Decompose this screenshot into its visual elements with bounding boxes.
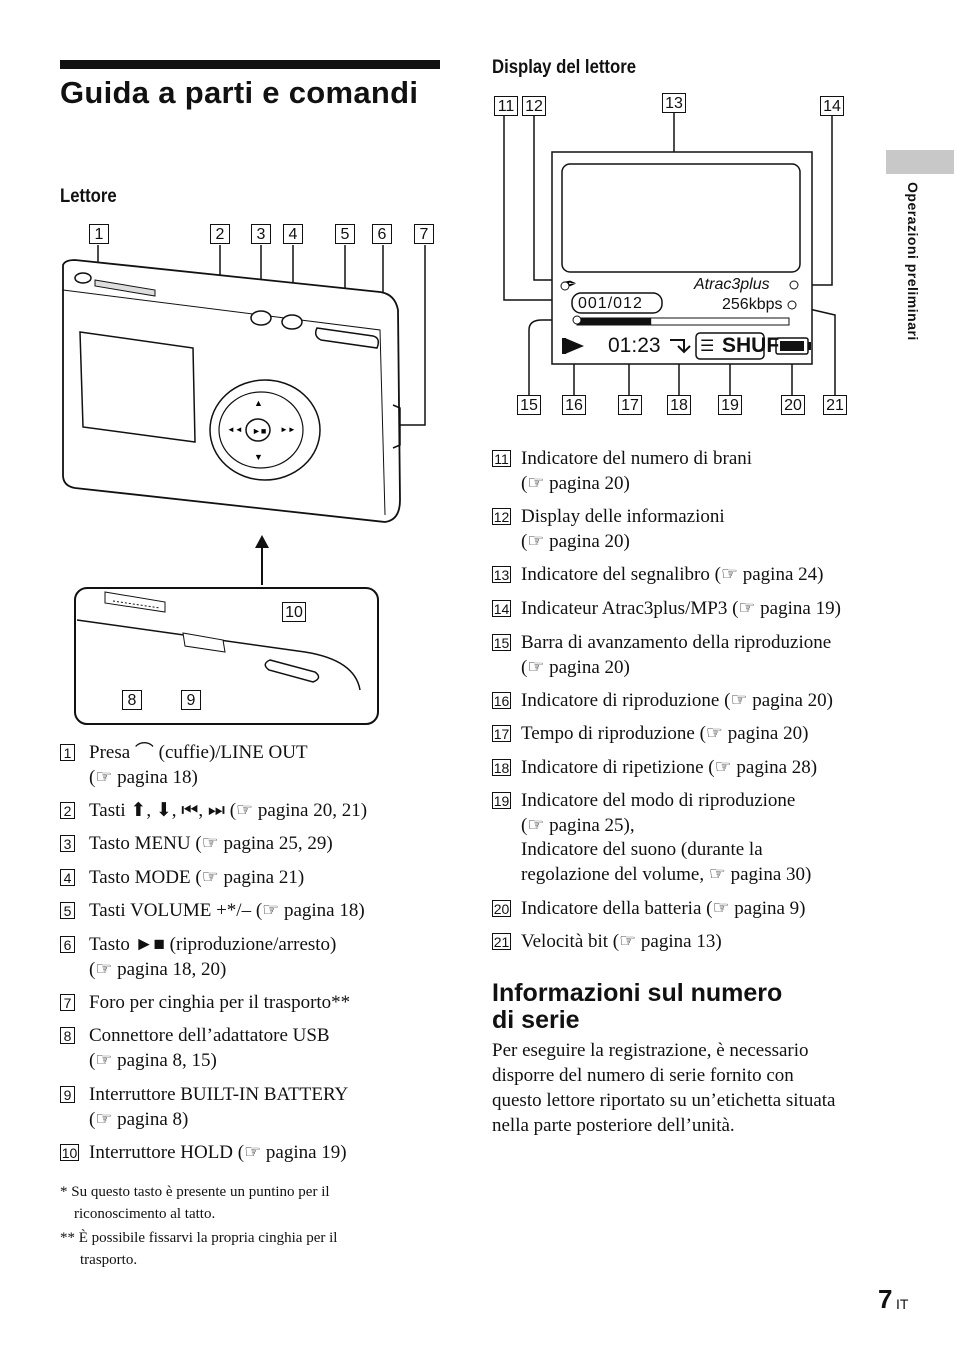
list-icon: ☰ <box>700 338 715 355</box>
serial-paragraph: Per eseguire la registrazione, è necessa… <box>492 1040 836 1136</box>
callout-12: 12 <box>522 96 546 116</box>
callout-10: 10 <box>282 602 306 622</box>
svg-text:▼: ▼ <box>254 452 263 462</box>
callout-4: 4 <box>283 224 303 244</box>
callout-16: 16 <box>562 395 586 415</box>
svg-text:▲: ▲ <box>254 398 263 408</box>
callout-13: 13 <box>662 93 686 113</box>
footnote: * Su questo tasto è presente un puntino … <box>60 1184 330 1222</box>
callout-9: 9 <box>181 690 201 710</box>
side-tab <box>886 150 954 174</box>
callout-17: 17 <box>618 395 642 415</box>
page-number: 7 <box>878 1284 893 1314</box>
lcd-mode: SHUF <box>722 334 780 357</box>
section-player-heading: Lettore <box>60 186 117 207</box>
callout-7: 7 <box>414 224 434 244</box>
page-title: Guida a parti e comandi <box>60 75 419 110</box>
callout-19: 19 <box>718 395 742 415</box>
lcd-bitrate: 256kbps <box>722 296 783 313</box>
player-illustration: ►■ ▲ ▼ ◄◄ ►► <box>62 245 426 725</box>
callout-18: 18 <box>667 395 691 415</box>
callout-20: 20 <box>781 395 805 415</box>
page-lang: IT <box>896 1296 909 1312</box>
callout-8: 8 <box>122 690 142 710</box>
title-rule <box>60 60 440 69</box>
footnote: ** È possibile fissarvi la propria cingh… <box>60 1230 338 1268</box>
callout-6: 6 <box>372 224 392 244</box>
callout-21: 21 <box>823 395 847 415</box>
lcd-time: 01:23 <box>608 334 661 357</box>
svg-text:►►: ►► <box>280 425 296 434</box>
section-display-heading: Display del lettore <box>492 57 637 78</box>
svg-text:►■: ►■ <box>252 426 266 436</box>
lcd-codec: Atrac3plus <box>694 276 770 293</box>
callout-14: 14 <box>820 96 844 116</box>
callout-11: 11 <box>494 96 518 116</box>
callout-5: 5 <box>335 224 355 244</box>
callout-2: 2 <box>210 224 230 244</box>
callout-15: 15 <box>517 395 541 415</box>
svg-text:◄◄: ◄◄ <box>227 425 243 434</box>
callout-3: 3 <box>251 224 271 244</box>
lcd-track: 001/012 <box>578 295 643 312</box>
callout-1: 1 <box>89 224 109 244</box>
side-tab-label: Operazioni preliminari <box>905 182 921 341</box>
display-illustration: ✒ <box>503 110 836 395</box>
